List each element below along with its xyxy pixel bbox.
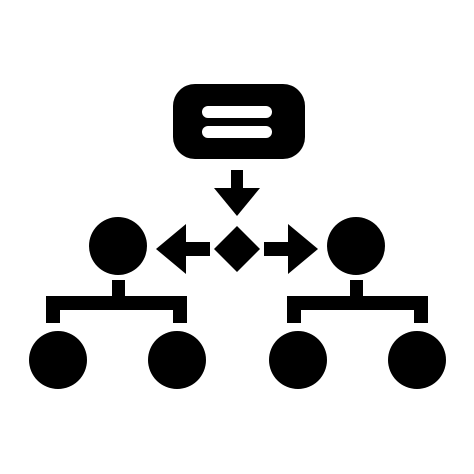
right-node-icon <box>327 217 385 275</box>
decision-diamond-icon <box>214 226 260 272</box>
left-node-icon <box>89 217 147 275</box>
right-branch-connector <box>287 280 428 323</box>
left-branch-connector <box>46 280 187 323</box>
arrow-left-icon <box>156 224 210 274</box>
leaf-node-3-icon <box>269 331 327 389</box>
arrow-down-icon <box>214 170 260 216</box>
leaf-node-1-icon <box>29 331 87 389</box>
leaf-node-4-icon <box>388 331 446 389</box>
arrow-right-icon <box>264 224 318 274</box>
leaf-node-2-icon <box>148 331 206 389</box>
process-box-icon <box>173 84 305 159</box>
